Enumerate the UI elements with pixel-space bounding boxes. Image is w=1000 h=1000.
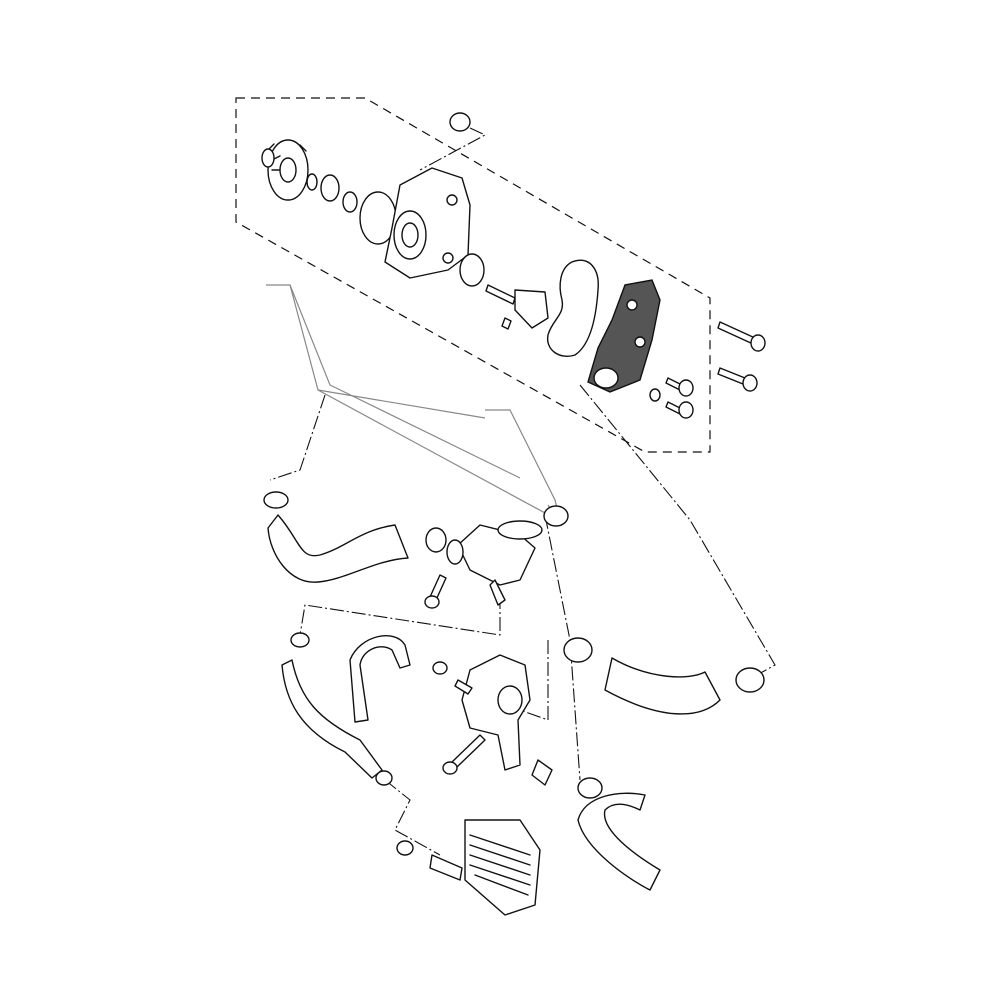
bolt bbox=[424, 574, 447, 609]
oil-cooler bbox=[429, 819, 541, 916]
leader-line bbox=[579, 384, 776, 681]
hose-clamp bbox=[263, 491, 289, 509]
washer bbox=[649, 388, 661, 402]
coolant-hose bbox=[349, 635, 411, 723]
leader-line bbox=[419, 127, 487, 171]
hose-clip bbox=[531, 759, 553, 786]
coolant-hose bbox=[281, 659, 383, 779]
hose-clamp bbox=[577, 777, 603, 799]
water-pump-housing bbox=[384, 167, 471, 279]
thermostat-o-ring bbox=[497, 520, 543, 540]
leader-line bbox=[269, 394, 326, 481]
coolant-hose-lower bbox=[577, 792, 661, 891]
hose-clamp bbox=[735, 667, 765, 693]
thermostat-body bbox=[454, 654, 531, 771]
washer bbox=[306, 173, 318, 191]
leader-line bbox=[384, 779, 441, 856]
radiator-hose-upper bbox=[267, 514, 409, 583]
oil-seal bbox=[342, 191, 358, 213]
hose-clamp bbox=[425, 527, 447, 553]
pump-drive-gear bbox=[261, 139, 309, 201]
leader-line bbox=[299, 595, 501, 636]
thermostat-housing bbox=[446, 524, 536, 606]
mechanical-seal bbox=[459, 253, 485, 287]
radiator bbox=[266, 284, 561, 521]
bolt bbox=[665, 401, 694, 419]
water-pump-cover bbox=[587, 279, 661, 393]
leader-line bbox=[519, 640, 549, 721]
o-ring-small bbox=[449, 112, 471, 132]
bolt bbox=[442, 734, 486, 775]
bearing bbox=[320, 174, 340, 202]
pump-cover-gasket bbox=[546, 259, 599, 357]
bolt bbox=[717, 321, 766, 352]
hose-clamp bbox=[290, 632, 310, 648]
hose-clamp bbox=[432, 661, 448, 675]
hose-clamp bbox=[396, 840, 414, 856]
thermostat-cap bbox=[543, 505, 569, 527]
bolt bbox=[665, 377, 694, 397]
impeller-shaft bbox=[485, 284, 549, 330]
water-pump-assembly-boundary bbox=[235, 97, 711, 453]
bolt bbox=[717, 367, 758, 392]
hose-clamp bbox=[563, 637, 593, 663]
radiator-hose-lower bbox=[604, 657, 721, 715]
hose-clamp bbox=[375, 770, 393, 786]
